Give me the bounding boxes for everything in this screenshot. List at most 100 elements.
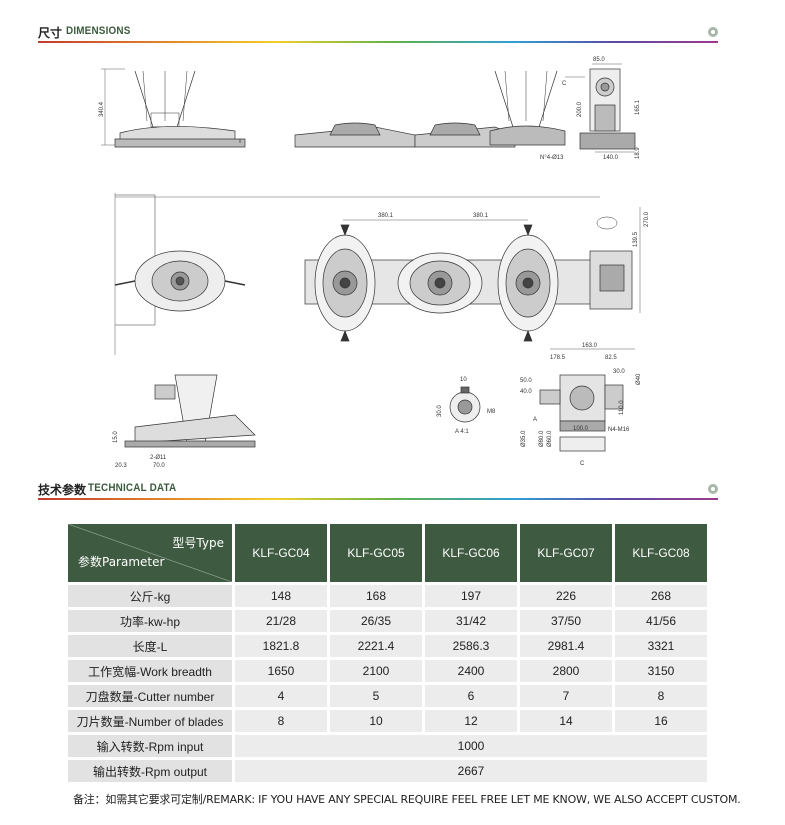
model-header: KLF-GC05 (330, 524, 422, 582)
value-cell: 37/50 (520, 610, 612, 632)
cutter-disc-1 (314, 224, 376, 342)
table-row: 工作宽幅-Work breadth 1650 2100 2400 2800 31… (68, 660, 707, 682)
header-type-label: 型号Type (172, 536, 224, 550)
dim-50: 50.0 (520, 378, 532, 384)
table-header-row: 型号Type 参数Parameter KLF-GC04 KLF-GC05 KLF… (68, 524, 707, 582)
tech-divider (38, 498, 718, 500)
value-cell: 8 (235, 710, 327, 732)
gearbox-detail: 163.0 178.5 82.5 30.0 50.0 40.0 110.0 10… (520, 343, 642, 467)
dim-82: 82.5 (605, 355, 617, 361)
technical-drawing: 340.4 C 85.0 200.0 165.1 18.9 140.0 N°4-… (99, 57, 650, 469)
dim-20: 20.3 (115, 463, 127, 469)
table-row: 功率-kw-hp 21/28 26/35 31/42 37/50 41/56 (68, 610, 707, 632)
value-cell: 21/28 (235, 610, 327, 632)
value-cell: 3321 (615, 635, 707, 657)
dim-178: 178.5 (550, 355, 566, 361)
param-cell: 输出转数-Rpm output (68, 760, 232, 782)
dim-c-bottom: C (580, 461, 585, 467)
table-row: 长度-L 1821.8 2221.4 2586.3 2981.4 3321 (68, 635, 707, 657)
value-cell: 14 (520, 710, 612, 732)
value-cell: 1821.8 (235, 635, 327, 657)
side-elevation: 340.4 C 85.0 200.0 165.1 18.9 140.0 N°4-… (99, 57, 641, 161)
tech-dot-icon (708, 484, 718, 494)
dim-35: Ø35.0 (521, 430, 527, 447)
spec-table: 型号Type 参数Parameter KLF-GC04 KLF-GC05 KLF… (65, 521, 710, 785)
value-cell: 6 (425, 685, 517, 707)
dim-10: 10 (460, 377, 467, 383)
value-cell: 226 (520, 585, 612, 607)
dim-40: 40.0 (520, 389, 532, 395)
value-cell: 3150 (615, 660, 707, 682)
dim-163: 163.0 (582, 343, 598, 349)
dimensions-header: 尺寸 DIMENSIONS (38, 22, 718, 43)
value-cell: 31/42 (425, 610, 517, 632)
dimensions-dot-icon (708, 27, 718, 37)
param-cell: 工作宽幅-Work breadth (68, 660, 232, 682)
dim-15: 15.0 (113, 431, 119, 443)
value-cell: 1650 (235, 660, 327, 682)
tech-title-cn: 技术参数 (38, 483, 87, 497)
cutter-disc-3 (497, 224, 559, 342)
value-cell: 5 (330, 685, 422, 707)
value-cell: 26/35 (330, 610, 422, 632)
dim-200: 200.0 (577, 101, 583, 117)
remark-note: 备注：如需其它要求可定制/REMARK: IF YOU HAVE ANY SPE… (73, 793, 741, 806)
dim-380-a: 380.1 (378, 213, 394, 219)
dim-a: A (533, 417, 537, 423)
dim-85: 85.0 (593, 57, 605, 63)
dim-60: Ø60.0 (547, 430, 553, 447)
param-cell: 公斤-kg (68, 585, 232, 607)
value-cell: 2100 (330, 660, 422, 682)
dim-2-11: 2-Ø11 (150, 455, 167, 461)
dimensions-divider (38, 41, 718, 43)
table-row: 刀盘数量-Cutter number 4 5 6 7 8 (68, 685, 707, 707)
model-header: KLF-GC04 (235, 524, 327, 582)
header-param-label: 参数Parameter (78, 555, 165, 569)
dim-holes: N°4-Ø13 (540, 155, 564, 161)
dim-270: 270.0 (644, 211, 650, 227)
value-cell: 10 (330, 710, 422, 732)
value-cell: 148 (235, 585, 327, 607)
value-cell: 7 (520, 685, 612, 707)
value-cell: 2400 (425, 660, 517, 682)
dim-140: 140.0 (603, 155, 619, 161)
tech-title-en: TECHNICAL DATA (88, 482, 177, 494)
param-cell: 功率-kw-hp (68, 610, 232, 632)
table-corner-cell: 型号Type 参数Parameter (68, 524, 232, 582)
value-cell: 16 (615, 710, 707, 732)
cutter-disc-2 (397, 252, 483, 314)
dim-70: 70.0 (153, 463, 165, 469)
value-cell: 2981.4 (520, 635, 612, 657)
value-cell: 2800 (520, 660, 612, 682)
param-cell: 刀盘数量-Cutter number (68, 685, 232, 707)
dimensions-title-cn: 尺寸 (38, 26, 63, 40)
dim-40d: Ø40 (636, 373, 642, 385)
value-cell-span: 1000 (235, 735, 707, 757)
value-cell: 2221.4 (330, 635, 422, 657)
dim-30b: 30.0 (613, 369, 625, 375)
detail-scale: A 4:1 (455, 429, 469, 435)
dim-18: 18.9 (635, 147, 641, 159)
param-cell: 刀片数量-Number of blades (68, 710, 232, 732)
dim-340: 340.4 (99, 101, 105, 117)
dim-139: 139.5 (633, 231, 639, 247)
value-cell: 197 (425, 585, 517, 607)
param-cell: 输入转数-Rpm input (68, 735, 232, 757)
model-header: KLF-GC06 (425, 524, 517, 582)
dim-m16: N4-M16 (608, 427, 630, 433)
value-cell: 8 (615, 685, 707, 707)
dim-30: 30.0 (437, 405, 443, 417)
param-cell: 长度-L (68, 635, 232, 657)
dim-c: C (562, 81, 567, 87)
table-row: 公斤-kg 148 168 197 226 268 (68, 585, 707, 607)
model-header: KLF-GC07 (520, 524, 612, 582)
value-cell: 4 (235, 685, 327, 707)
dim-80: Ø80.0 (539, 430, 545, 447)
dimensions-title-en: DIMENSIONS (66, 25, 131, 37)
dim-165: 165.1 (635, 99, 641, 115)
dim-110: 110.0 (619, 400, 625, 415)
model-header: KLF-GC08 (615, 524, 707, 582)
tech-header: 技术参数 TECHNICAL DATA (38, 479, 718, 500)
dim-380-b: 380.1 (473, 213, 489, 219)
dim-100: 100.0 (573, 426, 589, 432)
